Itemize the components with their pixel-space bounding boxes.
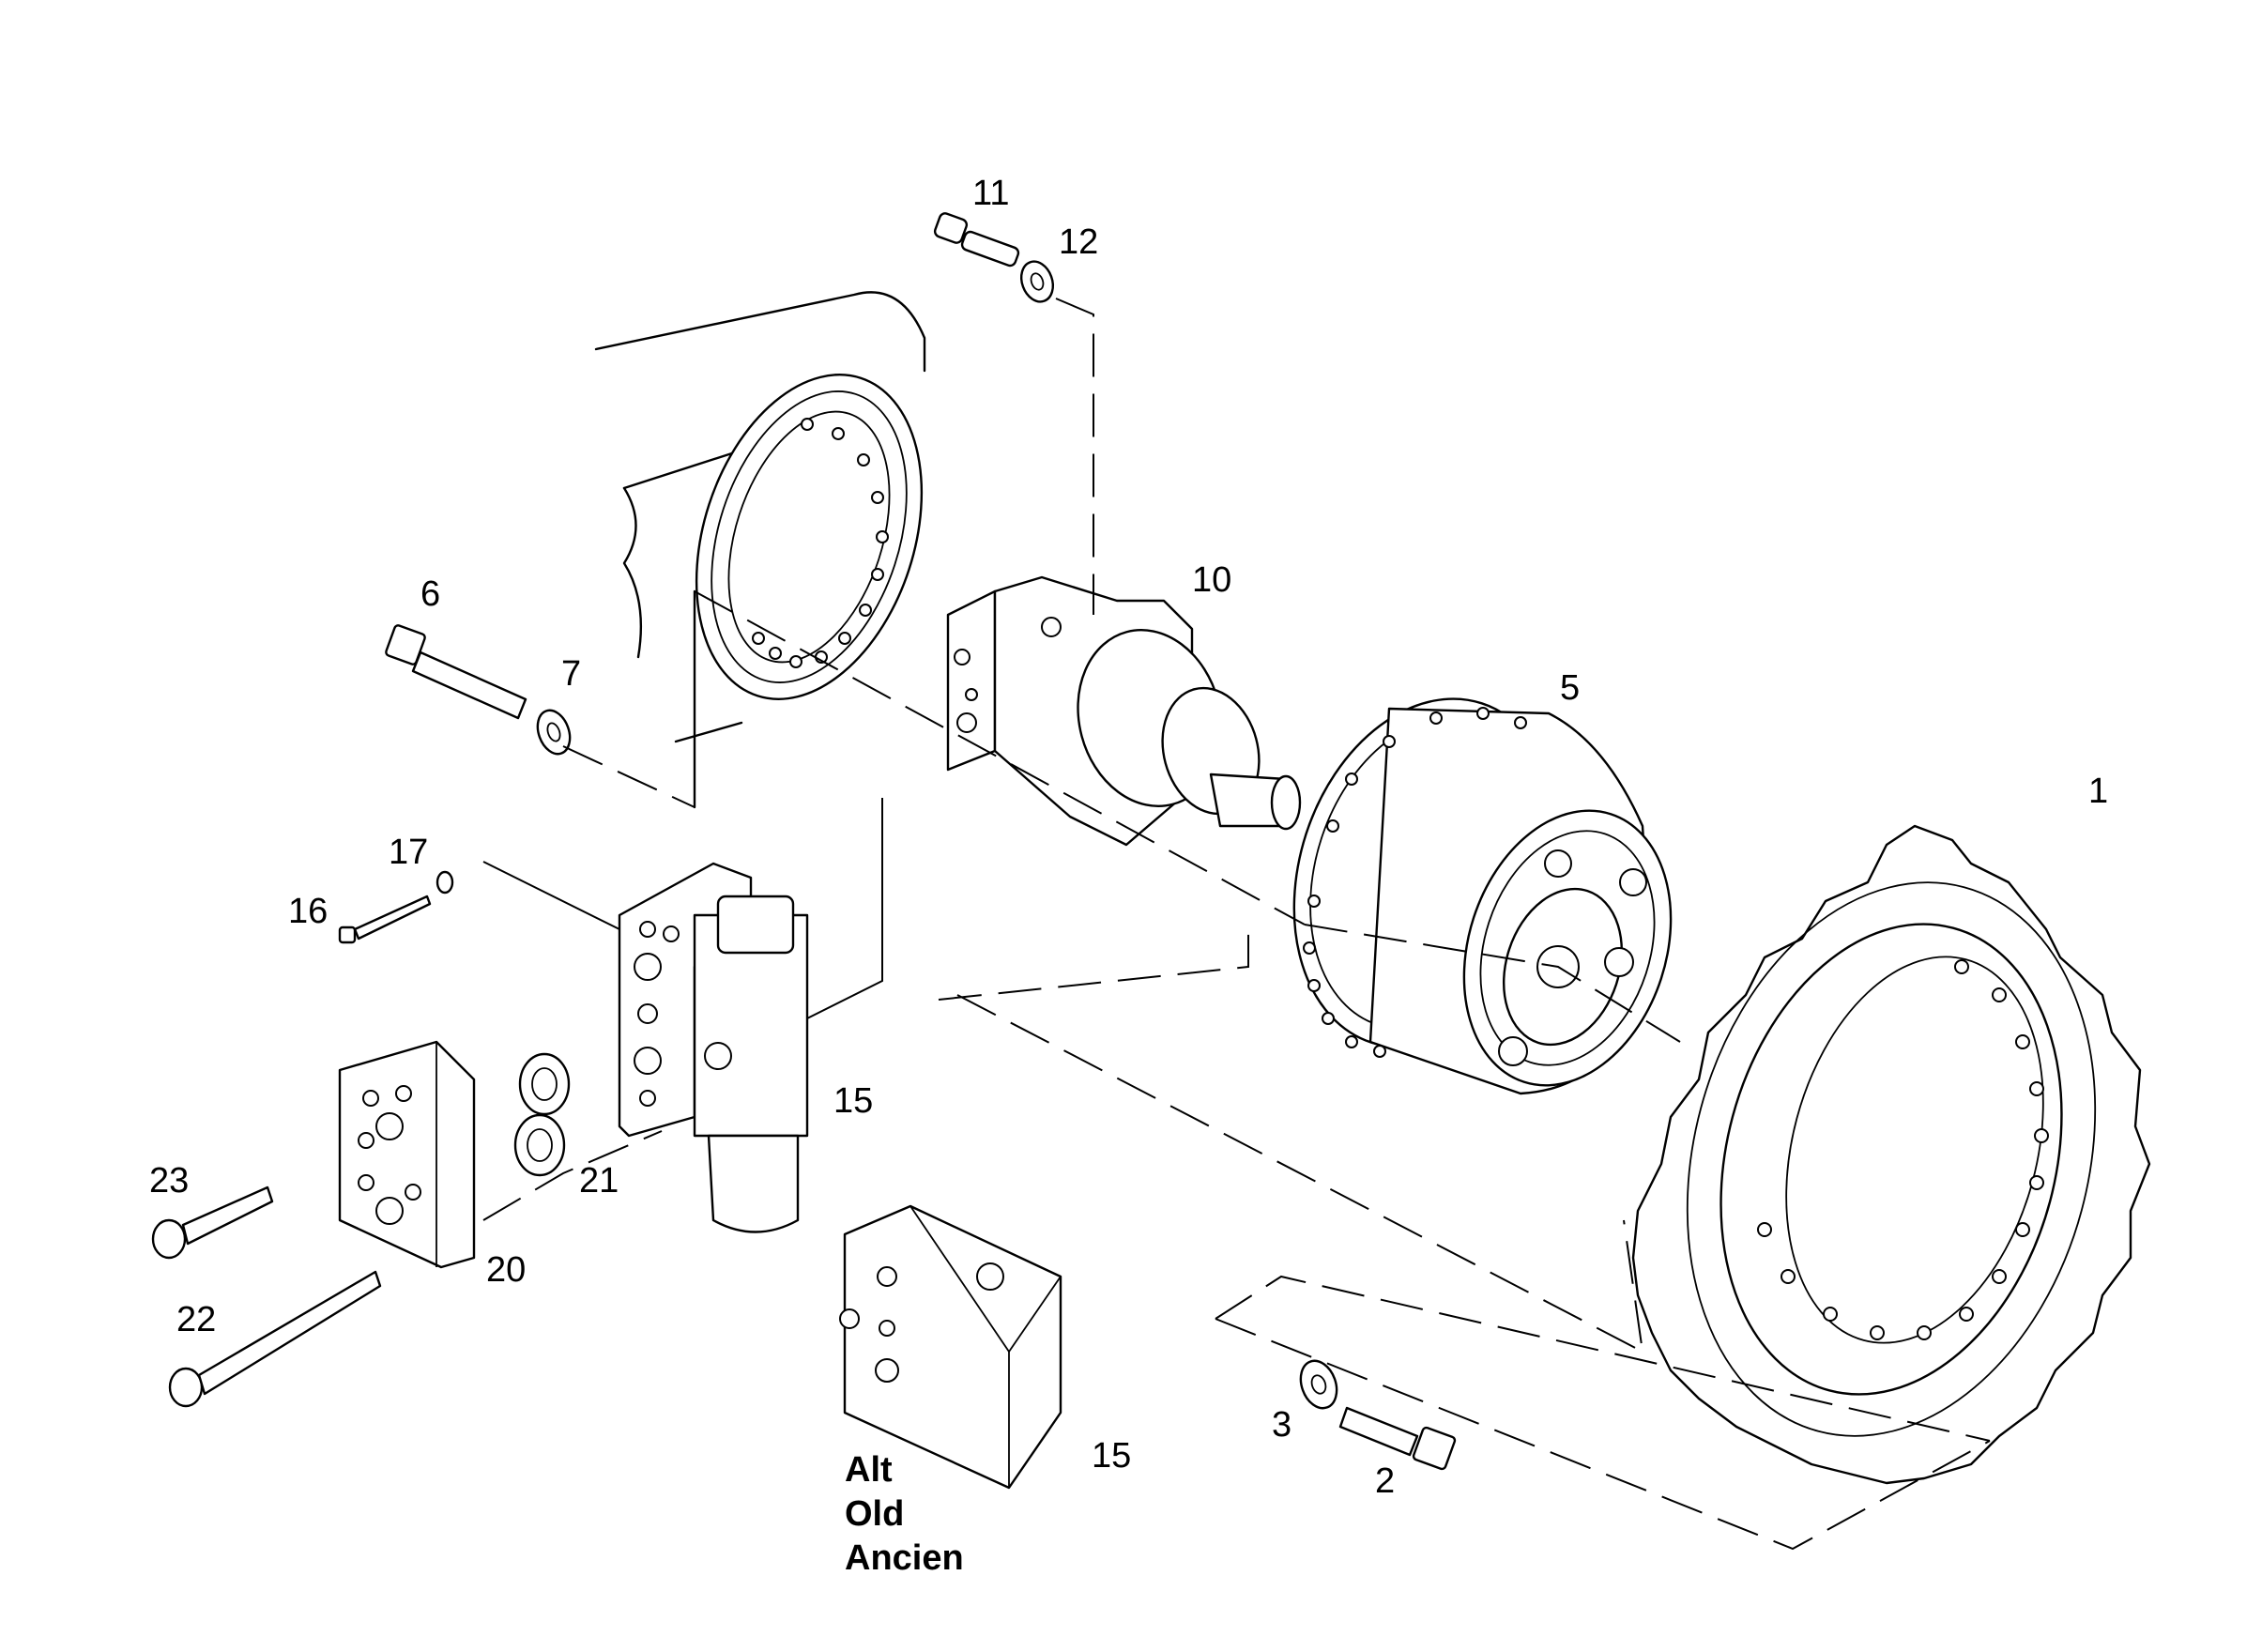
callout-21: 21 (579, 1161, 619, 1201)
leader-lines (482, 298, 1991, 1551)
gearbox-flange-holes (1303, 707, 1527, 1058)
housing-bolt-holes (752, 418, 889, 668)
valve-block (618, 862, 809, 1233)
callout-3: 3 (1272, 1405, 1291, 1445)
drive-sprocket (1631, 824, 2151, 1485)
bolt-6 (385, 624, 527, 720)
callout-15-b: 15 (1092, 1436, 1131, 1476)
callout-17: 17 (389, 833, 428, 872)
screw-22 (168, 1270, 382, 1408)
callouts: 1 2 3 5 6 7 10 11 12 15 15 16 17 20 21 2… (149, 174, 2108, 1501)
washer-12 (1019, 260, 1055, 303)
callout-2: 2 (1375, 1461, 1395, 1501)
washer-17 (436, 870, 454, 895)
note-line-ancien: Ancien (845, 1538, 964, 1578)
callout-16: 16 (288, 892, 328, 931)
screw-23 (151, 1185, 274, 1260)
sprocket-bolt-holes (1757, 959, 2049, 1340)
washer-7 (536, 709, 572, 756)
callout-20: 20 (486, 1250, 526, 1290)
old-version-note: Alt Old Ancien (845, 1450, 964, 1578)
frame-housing (594, 291, 926, 809)
callout-7: 7 (561, 654, 581, 694)
callout-10: 10 (1192, 560, 1231, 600)
callout-11: 11 (972, 174, 1009, 213)
seal-rings-21 (513, 1052, 571, 1177)
callout-12: 12 (1059, 222, 1098, 262)
hydraulic-motor (946, 575, 1302, 847)
final-drive-gearbox (1292, 697, 1673, 1095)
screw-16 (338, 895, 432, 944)
callout-22: 22 (176, 1300, 216, 1339)
callout-15-a: 15 (833, 1081, 873, 1121)
callout-1: 1 (2088, 772, 2108, 811)
bolt-2 (1338, 1406, 1457, 1471)
bolt-11 (933, 212, 1020, 268)
washer-3 (1299, 1359, 1338, 1410)
note-line-old: Old (845, 1494, 904, 1534)
callout-5: 5 (1560, 668, 1580, 708)
callout-23: 23 (149, 1161, 189, 1201)
old-valve-block (839, 1204, 1062, 1490)
flange-block (338, 1040, 476, 1269)
callout-6: 6 (420, 574, 440, 614)
note-line-alt: Alt (845, 1450, 893, 1490)
